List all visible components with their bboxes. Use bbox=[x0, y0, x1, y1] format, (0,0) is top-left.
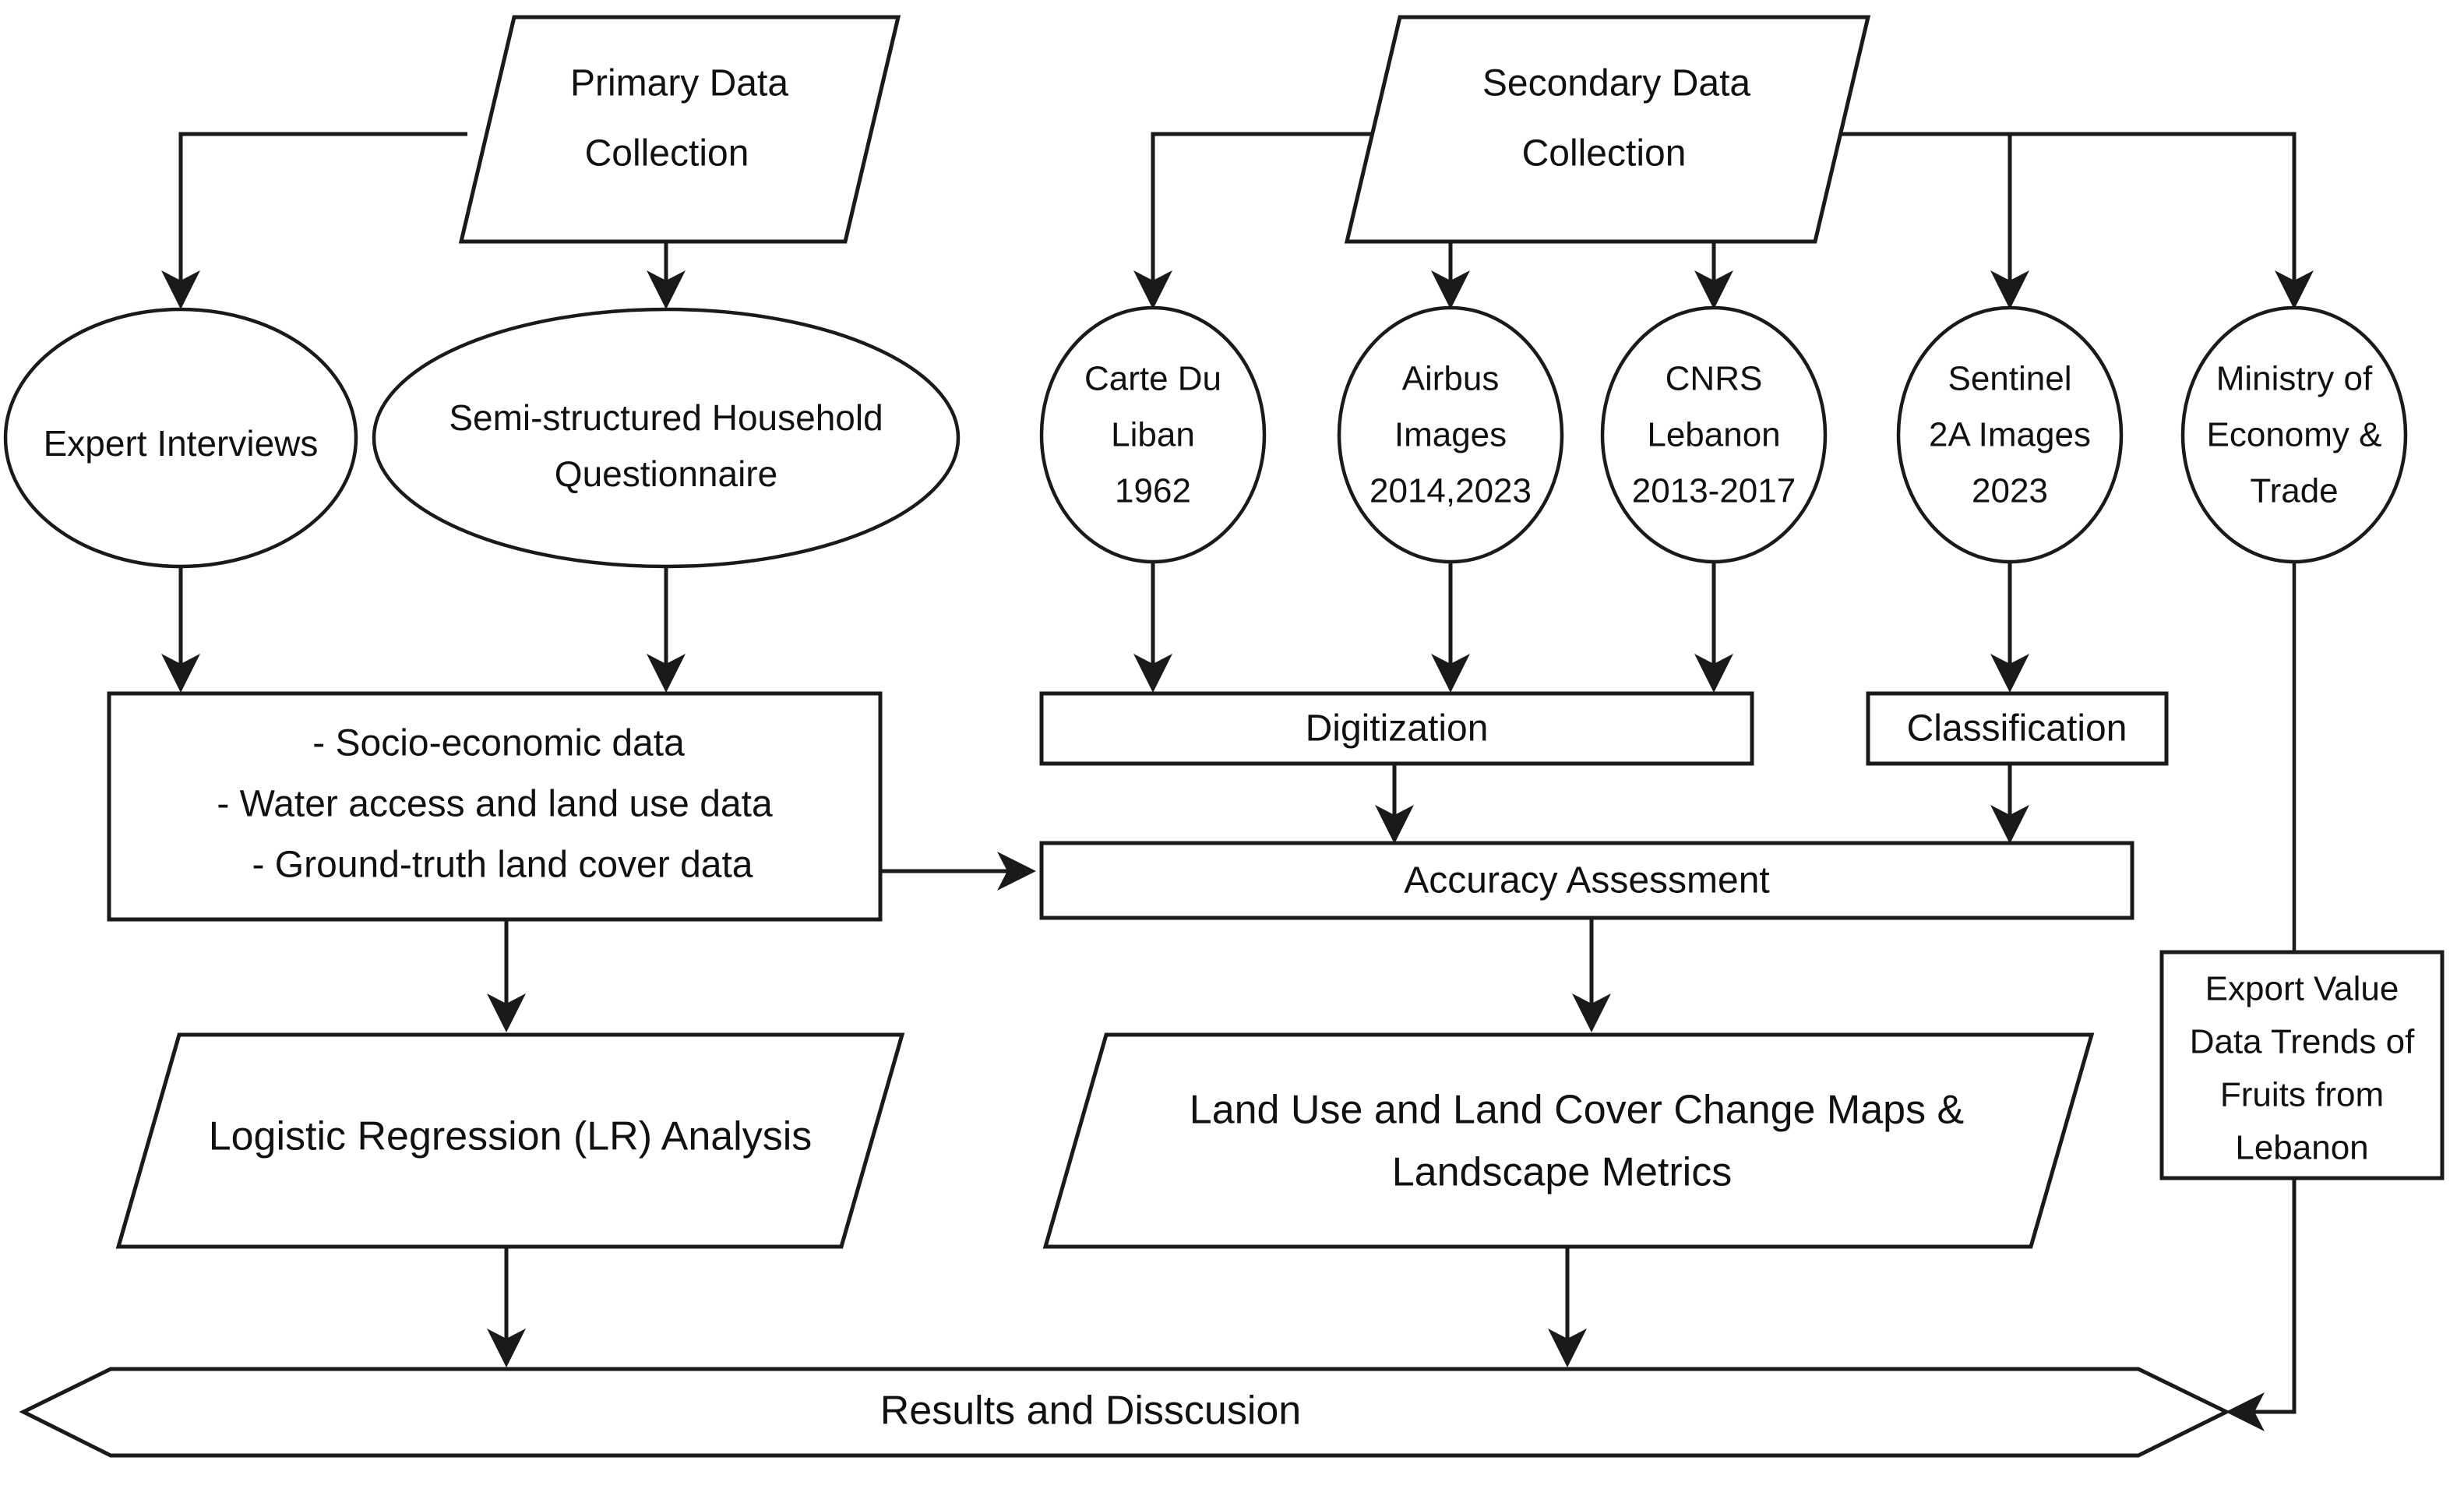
ministry-line3: Trade bbox=[2250, 472, 2338, 510]
node-airbus-images[interactable]: Airbus Images 2014,2023 bbox=[1337, 305, 1564, 564]
ministry-line2: Economy & bbox=[2207, 416, 2382, 454]
sentinel-2a-line2: 2A Images bbox=[1929, 416, 2091, 454]
node-classification[interactable]: Classification bbox=[1866, 691, 2169, 766]
node-carte-du-liban[interactable]: Carte Du Liban 1962 bbox=[1039, 305, 1267, 564]
node-expert-interviews[interactable]: Expert Interviews bbox=[3, 307, 358, 569]
carte-du-liban-line2: Liban bbox=[1111, 416, 1195, 454]
cnrs-lebanon-line3: 2013-2017 bbox=[1632, 472, 1796, 510]
node-layer: Primary Data Collection Secondary Data C… bbox=[3, 15, 2445, 1458]
secondary-data-collection-line1: Secondary Data bbox=[1482, 63, 1751, 104]
node-cnrs-lebanon[interactable]: CNRS Lebanon 2013-2017 bbox=[1600, 305, 1828, 564]
edge-layer bbox=[161, 132, 2314, 1431]
collected-data-line3: - Ground-truth land cover data bbox=[252, 845, 753, 886]
primary-data-collection-line1: Primary Data bbox=[570, 63, 788, 104]
node-results-discussion[interactable]: Results and Disscusion bbox=[19, 1367, 2231, 1458]
cnrs-lebanon-line2: Lebanon bbox=[1647, 416, 1780, 454]
logistic-regression-label: Logistic Regression (LR) Analysis bbox=[209, 1114, 813, 1159]
secondary-data-collection-line2: Collection bbox=[1522, 133, 1687, 175]
node-accuracy-assessment[interactable]: Accuracy Assessment bbox=[1039, 841, 2134, 920]
edge-secondary-to-sentinel bbox=[1832, 132, 2029, 309]
node-digitization[interactable]: Digitization bbox=[1039, 691, 1754, 766]
classification-label: Classification bbox=[1907, 708, 2127, 750]
edge-secondary-to-carte bbox=[1133, 132, 1410, 309]
node-primary-data-collection[interactable]: Primary Data Collection bbox=[458, 15, 901, 244]
edge-export-to-results bbox=[2226, 1177, 2297, 1431]
airbus-images-line2: Images bbox=[1394, 416, 1507, 454]
node-collected-data-list[interactable]: - Socio-economic data - Water access and… bbox=[107, 691, 883, 922]
edge-primary-to-expert bbox=[161, 132, 467, 309]
collected-data-line2: - Water access and land use data bbox=[217, 784, 773, 825]
household-questionnaire-line1: Semi-structured Household bbox=[449, 397, 883, 438]
ministry-line1: Ministry of bbox=[2216, 360, 2373, 398]
node-ministry-economy-trade[interactable]: Ministry of Economy & Trade bbox=[2180, 305, 2408, 564]
node-export-value-trends[interactable]: Export Value Data Trends of Fruits from … bbox=[2159, 950, 2445, 1180]
export-value-line2: Data Trends of bbox=[2190, 1023, 2415, 1061]
cnrs-lebanon-line1: CNRS bbox=[1666, 360, 1763, 398]
node-logistic-regression[interactable]: Logistic Regression (LR) Analysis bbox=[115, 1032, 905, 1249]
airbus-images-line3: 2014,2023 bbox=[1369, 472, 1532, 510]
digitization-label: Digitization bbox=[1306, 708, 1489, 750]
lulc-maps-line2: Landscape Metrics bbox=[1392, 1150, 1732, 1195]
household-questionnaire-line2: Questionnaire bbox=[555, 453, 777, 494]
node-lulc-maps[interactable]: Land Use and Land Cover Change Maps & La… bbox=[1042, 1032, 2095, 1249]
primary-data-collection-line2: Collection bbox=[585, 133, 749, 175]
node-household-questionnaire[interactable]: Semi-structured Household Questionnaire bbox=[372, 307, 961, 569]
export-value-line3: Fruits from bbox=[2220, 1076, 2384, 1114]
lulc-maps-line1: Land Use and Land Cover Change Maps & bbox=[1190, 1088, 1964, 1133]
carte-du-liban-line3: 1962 bbox=[1115, 472, 1191, 510]
results-discussion-label: Results and Disscusion bbox=[880, 1388, 1301, 1434]
collected-data-line1: - Socio-economic data bbox=[312, 723, 685, 764]
node-sentinel-2a-images[interactable]: Sentinel 2A Images 2023 bbox=[1896, 305, 2124, 564]
sentinel-2a-line3: 2023 bbox=[1972, 472, 2048, 510]
export-value-line4: Lebanon bbox=[2235, 1129, 2368, 1167]
accuracy-assessment-label: Accuracy Assessment bbox=[1404, 860, 1770, 902]
airbus-images-line1: Airbus bbox=[1402, 360, 1500, 398]
sentinel-2a-line1: Sentinel bbox=[1948, 360, 2071, 398]
edge-secondary-to-ministry bbox=[1832, 132, 2314, 309]
node-secondary-data-collection[interactable]: Secondary Data Collection bbox=[1344, 15, 1871, 244]
expert-interviews-label: Expert Interviews bbox=[44, 423, 319, 464]
export-value-line1: Export Value bbox=[2205, 970, 2399, 1008]
carte-du-liban-line1: Carte Du bbox=[1084, 360, 1221, 398]
